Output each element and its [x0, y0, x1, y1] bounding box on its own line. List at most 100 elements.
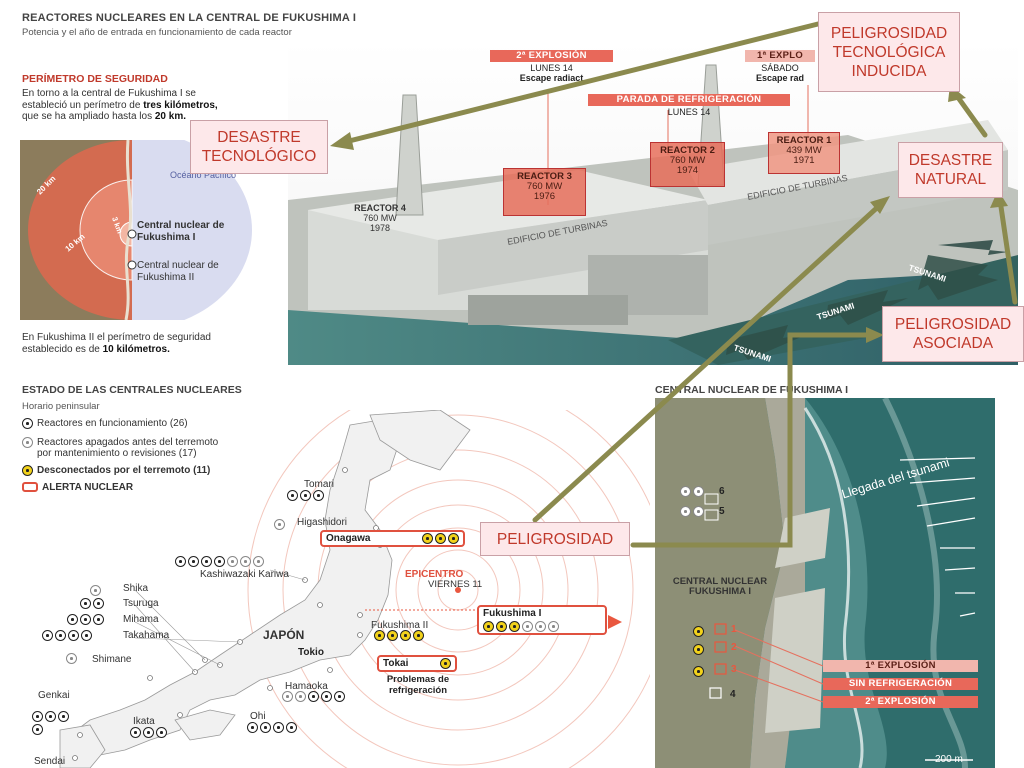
legend-on-icon [22, 418, 33, 429]
tsunami-arrow-1 [918, 255, 998, 300]
plant1-label: Central nuclear de Fukushima I [137, 220, 225, 243]
status-title: ESTADO DE LAS CENTRALES NUCLEARES [22, 384, 242, 396]
takahama-label: Takahama [123, 630, 170, 641]
explosion1-note: Escape rad [755, 73, 805, 83]
tsuruga-reactors [80, 598, 104, 609]
plant2-label: Central nuclear de Fukushima II [137, 260, 219, 283]
epicenter-marker [455, 587, 461, 593]
epicenter-day: VIERNES 11 [428, 579, 483, 590]
shika-label: Shika [123, 583, 149, 594]
legend-off-icon [22, 437, 33, 448]
second-explosion-banner: 2ª EXPLOSIÓN [823, 696, 978, 708]
mihama-reactors [67, 614, 104, 625]
higashidori-label: Higashidori [297, 517, 348, 528]
peligrosidad-tecnologica-box: PELIGROSIDAD TECNOLÓGICA INDUCIDA [818, 12, 960, 92]
shimane-reactors [66, 653, 77, 664]
unit6-icons [680, 486, 704, 497]
desastre-tecnologico-box: DESASTRE TECNOLÓGICO [190, 120, 328, 174]
ocean-label: Océano Pacífico [170, 170, 236, 180]
unit5-icons [680, 506, 704, 517]
tokio-label: Tokio [298, 647, 324, 658]
reactor-leader-lines [734, 629, 824, 703]
tomari-reactors [287, 490, 324, 501]
tokai-alert: Tokai [377, 655, 457, 672]
arrow-pelig-asoc-to-desastre-nat [997, 197, 1018, 305]
explosion1-day: SÁBADO [761, 63, 799, 73]
ikata-label: Ikata [133, 716, 155, 727]
perimeter-map: Océano Pacífico 20 km 10 km 3 km [20, 140, 252, 320]
genkai-reactors [32, 711, 72, 735]
unit2-number: 2 [731, 642, 737, 653]
unit5-number: 5 [719, 506, 725, 517]
tokai-note: Problemas de refrigeración [386, 674, 450, 696]
ikata-reactors [130, 727, 167, 738]
explosion2-day: LUNES 14 [530, 63, 573, 73]
satellite-title: CENTRAL NUCLEAR DE FUKUSHIMA I [655, 384, 849, 396]
scale-label: 200 m [935, 754, 963, 765]
legend-alert-icon [22, 482, 38, 492]
perimeter-text2: En Fukushima II el perímetro de segurida… [22, 332, 211, 355]
mihama-label: Mihama [123, 614, 159, 625]
cooling-day: LUNES 14 [667, 107, 711, 117]
kashiwazaki-reactors [175, 556, 264, 567]
fukushima2-marker [127, 260, 137, 270]
arrow-pelig-to-desastre-nat [532, 202, 883, 523]
tsunami-arrow-3 [726, 325, 808, 360]
unit1-number: 1 [731, 624, 737, 635]
explosion2-note: Escape radiact [519, 73, 584, 83]
peligrosidad-asociada-box: PELIGROSIDAD ASOCIADA [882, 306, 1024, 362]
unit6-number: 6 [719, 486, 725, 497]
onagawa-alert: Onagawa [320, 530, 465, 547]
sendai-label: Sendai [34, 756, 66, 767]
perimeter-text: En torno a la central de Fukushima I se … [22, 88, 218, 122]
unit3-icon [693, 664, 704, 682]
explosion1-banner: 1ª EXPLO [745, 50, 815, 62]
higashidori-reactors [274, 517, 285, 535]
cooling-banner: PARADA DE REFRIGERACIÓN [588, 94, 790, 106]
unit2-icon [693, 642, 704, 660]
hamaoka-reactors [282, 691, 345, 702]
fukushima2-reactors [374, 630, 424, 641]
first-explosion-banner: 1ª EXPLOSIÓN [823, 660, 978, 672]
tsuruga-label: Tsuruga [123, 598, 159, 609]
kashiwazaki-label: Kashiwazaki Kariwa [200, 569, 289, 580]
takahama-reactors [42, 630, 92, 641]
ohi-label: Ohi [250, 711, 266, 722]
hamaoka-label: Hamaoka [285, 681, 328, 692]
peligrosidad-box: PELIGROSIDAD [480, 522, 630, 556]
arrow-desastre-nat-to-pelig-tec [954, 93, 988, 138]
genkai-label: Genkai [38, 690, 70, 701]
japan-label: JAPÓN [263, 628, 305, 642]
arrow-pelig-to-pelig-asoc [630, 332, 873, 548]
shimane-label: Shimane [92, 654, 132, 665]
tsunami-arrows [899, 457, 976, 617]
no-cooling-banner: SIN REFRIGERACIÓN [823, 678, 978, 690]
desastre-natural-box: DESASTRE NATURAL [898, 142, 1003, 198]
arrow-pelig-tec-to-desastre-tec [342, 21, 821, 145]
epicenter-label: EPICENTRO [405, 569, 464, 580]
main-title: REACTORES NUCLEARES EN LA CENTRAL DE FUK… [22, 12, 357, 24]
shika-reactors [90, 583, 101, 601]
legend-disconnected-icon [22, 465, 33, 476]
ohi-reactors [247, 722, 297, 733]
unit4-number: 4 [730, 689, 736, 700]
fukushima1-marker [127, 229, 137, 239]
explosion2-banner: 2ª EXPLOSIÓN [490, 50, 613, 62]
main-subtitle: Potencia y el año de entrada en funciona… [22, 27, 292, 38]
japan-map [59, 410, 650, 768]
perimeter-title: PERÍMETRO DE SEGURIDAD [22, 73, 168, 85]
fukushima-pointer-icon [608, 615, 622, 629]
fukushima1-alert: Fukushima I [477, 605, 607, 635]
unit3-number: 3 [731, 664, 737, 675]
status-legend: Reactores en funcionamiento (26) Reactor… [22, 418, 232, 493]
fukushima2-map-label: Fukushima II [371, 620, 429, 631]
tsunami-arrow-2 [826, 290, 908, 325]
satellite-plant-label: CENTRAL NUCLEAR FUKUSHIMA I [672, 576, 768, 597]
tomari-label: Tomari [304, 479, 335, 490]
status-subtitle: Horario peninsular [22, 401, 100, 412]
